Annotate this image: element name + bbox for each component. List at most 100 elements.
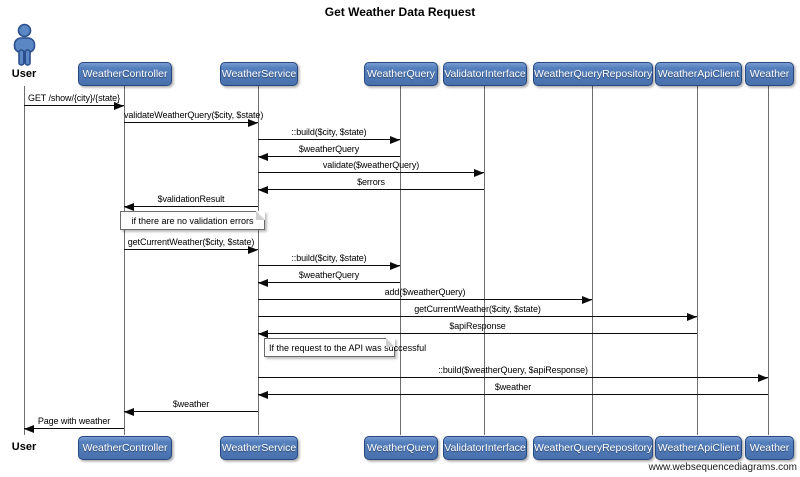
participant-box-weatherservice-bottom: WeatherService: [220, 436, 298, 460]
note-fold-corner-icon: [386, 338, 395, 347]
message-label: validateWeatherQuery($city, $state): [124, 110, 264, 120]
sequence-message: $apiResponse: [258, 319, 697, 338]
message-label: ::build($city, $state): [291, 253, 367, 263]
arrowhead-left-icon: [24, 425, 34, 433]
sequence-message: validate($weatherQuery): [258, 158, 484, 177]
message-label: Page with weather: [37, 416, 111, 426]
message-line: [258, 189, 484, 190]
message-line: [258, 265, 400, 266]
message-line: [258, 172, 484, 173]
arrowhead-right-icon: [390, 136, 400, 144]
message-label: $validationResult: [157, 194, 225, 204]
arrowhead-right-icon: [474, 169, 484, 177]
arrowhead-right-icon: [758, 374, 768, 382]
participant-box-weatherqueryrepository-bottom: WeatherQueryRepository: [533, 436, 653, 460]
participant-box-weatherquery-top: WeatherQuery: [364, 62, 438, 86]
sequence-message: $weatherQuery: [258, 268, 400, 287]
message-line: [124, 122, 258, 123]
participant-box-weathercontroller-top: WeatherController: [78, 62, 172, 86]
sequence-message: $weather: [124, 397, 258, 416]
message-line: [258, 299, 592, 300]
message-line: [124, 411, 258, 412]
arrowhead-right-icon: [390, 262, 400, 270]
lifeline-user: [24, 86, 25, 435]
lifeline-weatherapiclient: [697, 86, 698, 435]
participant-box-weatherapiclient-bottom: WeatherApiClient: [655, 436, 742, 460]
message-label: add($weatherQuery): [384, 287, 466, 297]
message-line: [24, 428, 124, 429]
message-line: [258, 394, 768, 395]
message-label: validate($weatherQuery): [322, 160, 420, 170]
arrowhead-right-icon: [248, 119, 258, 127]
message-line: [258, 316, 697, 317]
arrowhead-left-icon: [258, 330, 268, 338]
arrowhead-right-icon: [582, 296, 592, 304]
participant-box-weathercontroller-bottom: WeatherController: [78, 436, 172, 460]
sequence-message: $errors: [258, 175, 484, 194]
note-text: if there are no validation errors: [131, 216, 254, 226]
lifeline-weatherservice: [258, 86, 259, 435]
message-label: $weatherQuery: [298, 144, 360, 154]
arrowhead-left-icon: [124, 203, 134, 211]
diagram-title: Get Weather Data Request: [324, 5, 476, 19]
message-line: [258, 282, 400, 283]
message-label: $weather: [494, 382, 532, 392]
sequence-message: validateWeatherQuery($city, $state): [124, 108, 264, 127]
arrowhead-left-icon: [258, 186, 268, 194]
lifeline-validatorinterface: [484, 86, 485, 435]
lifeline-weatherqueryrepository: [592, 86, 593, 435]
arrowhead-left-icon: [124, 408, 134, 416]
participant-box-weatherquery-bottom: WeatherQuery: [364, 436, 438, 460]
message-line: [258, 139, 400, 140]
arrowhead-left-icon: [258, 279, 268, 287]
message-label: $apiResponse: [449, 321, 506, 331]
sequence-message: $validationResult: [124, 192, 258, 211]
message-label: ::build($weatherQuery, $apiResponse): [438, 365, 588, 375]
note-fold-corner-icon: [256, 211, 265, 220]
participant-box-weatherapiclient-top: WeatherApiClient: [655, 62, 742, 86]
message-line: [124, 249, 258, 250]
lifeline-weatherquery: [400, 86, 401, 435]
lifeline-weather: [768, 86, 769, 435]
sequence-message: ::build($city, $state): [258, 125, 400, 144]
note-text: If the request to the API was successful: [269, 343, 427, 353]
message-line: [124, 206, 258, 207]
message-label: $errors: [357, 177, 385, 187]
sequence-message: $weather: [258, 380, 768, 399]
sequence-message: ::build($city, $state): [258, 251, 400, 270]
sequence-message: ::build($weatherQuery, $apiResponse): [258, 363, 768, 382]
participant-box-weatherqueryrepository-top: WeatherQueryRepository: [533, 62, 653, 86]
sequence-message: $weatherQuery: [258, 142, 400, 161]
message-label: ::build($city, $state): [291, 127, 367, 137]
message-label: getCurrentWeather($city, $state): [414, 304, 541, 314]
actor-label-user-top: User: [11, 68, 37, 80]
lifeline-weathercontroller: [124, 86, 125, 435]
note-api-request-successful: If the request to the API was successful: [264, 338, 427, 357]
message-label: GET /show/{city}/{state}: [28, 93, 120, 103]
participant-box-weatherservice-top: WeatherService: [220, 62, 298, 86]
sequence-message: Page with weather: [24, 414, 124, 433]
participant-box-validatorinterface-top: ValidatorInterface: [443, 62, 527, 86]
message-label: $weather: [172, 399, 210, 409]
message-line: [258, 156, 400, 157]
arrowhead-left-icon: [258, 391, 268, 399]
actor-label-user-bottom: User: [11, 441, 37, 453]
sequence-message: getCurrentWeather($city, $state): [124, 235, 258, 254]
sequence-message: GET /show/{city}/{state}: [24, 91, 124, 110]
message-line: [258, 377, 768, 378]
watermark-url: www.websequencediagrams.com: [648, 462, 797, 473]
user-actor-icon: [13, 23, 36, 66]
message-label: $weatherQuery: [298, 270, 360, 280]
sequence-message: add($weatherQuery): [258, 285, 592, 304]
participant-box-weather-bottom: Weather: [745, 436, 794, 460]
note-no-validation-errors: if there are no validation errors: [120, 211, 265, 230]
arrowhead-right-icon: [248, 246, 258, 254]
arrowhead-left-icon: [258, 153, 268, 161]
participant-box-weather-top: Weather: [745, 62, 794, 86]
message-line: [258, 333, 697, 334]
message-line: [24, 105, 124, 106]
sequence-message: getCurrentWeather($city, $state): [258, 302, 697, 321]
participant-box-validatorinterface-bottom: ValidatorInterface: [443, 436, 527, 460]
message-label: getCurrentWeather($city, $state): [127, 237, 255, 247]
